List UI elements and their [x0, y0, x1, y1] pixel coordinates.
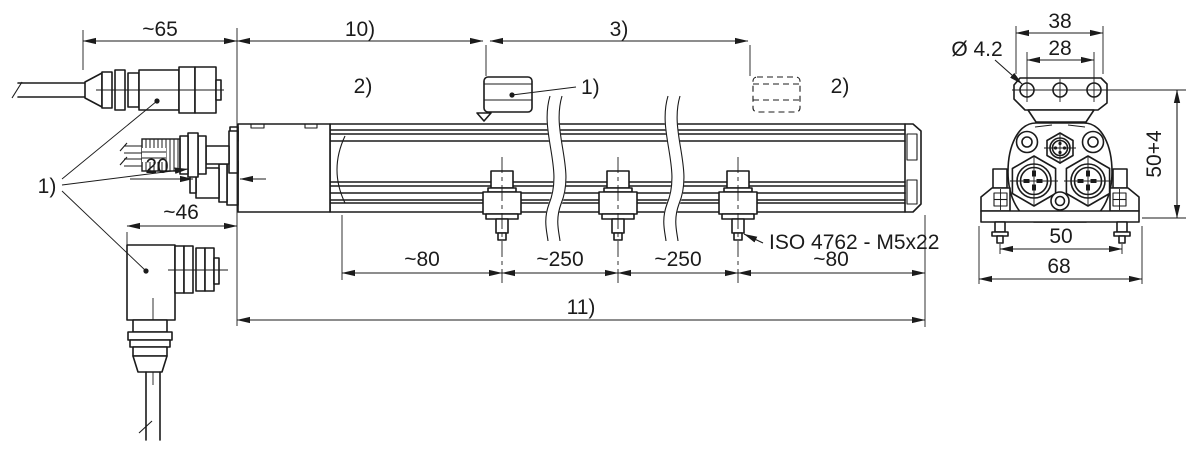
end-view-body — [1007, 122, 1113, 223]
pigtail-connector-stub — [119, 130, 239, 178]
dim-seg-mid1: ~250 — [536, 248, 583, 271]
dim-hole-spacing: 28 — [1048, 37, 1071, 60]
break-line — [664, 96, 684, 241]
angled-cable-connector — [126, 244, 228, 441]
end-view — [980, 52, 1186, 244]
dim-screw-spacing: 50 — [1049, 225, 1072, 248]
dim-height: 50+4 — [1143, 130, 1166, 178]
sensor-head — [229, 123, 331, 213]
m12-socket-stub — [189, 160, 239, 206]
dim-left-zone: 10) — [345, 18, 375, 41]
magnet-mounting-plate — [1012, 52, 1186, 123]
dim-range: 3) — [610, 18, 629, 41]
reference-point-marker — [476, 112, 492, 122]
dim-base-width: 68 — [1047, 255, 1070, 278]
small-connector — [1044, 132, 1076, 164]
dim-seg-left: ~80 — [404, 248, 440, 271]
dimensions: ~65 10) 3) 20 ~46 ~80 ~250 ~250 ~80 11) … — [38, 10, 1186, 327]
dim-angled-width: ~46 — [163, 201, 199, 224]
m12-connector-left — [1010, 155, 1058, 207]
break-line — [546, 96, 566, 241]
ref-label-2-right: 2) — [831, 75, 850, 98]
end-view-clamp — [980, 168, 1140, 244]
straight-cable-connector — [11, 66, 224, 114]
dim-total: 11) — [567, 296, 596, 319]
ref-label-1: 1) — [38, 175, 57, 198]
dim-seg-right: ~80 — [813, 248, 849, 271]
dim-protrusion: 20 — [145, 155, 168, 178]
dim-connector-length: ~65 — [142, 18, 178, 41]
m12-connector-right — [1064, 155, 1112, 207]
dim-hole-diameter: Ø 4.2 — [951, 38, 1002, 61]
screw-spec-note: ISO 4762 - M5x22 — [769, 231, 939, 254]
ref-label-1-magnet: 1) — [581, 76, 600, 99]
dim-plate-width: 38 — [1048, 10, 1071, 33]
position-magnet — [476, 76, 533, 122]
ref-label-2-left: 2) — [354, 75, 373, 98]
magnet-body-side — [1027, 109, 1095, 123]
dim-seg-mid2: ~250 — [654, 248, 701, 271]
position-magnet-phantom — [752, 76, 801, 113]
mounting-clamps — [482, 157, 758, 283]
